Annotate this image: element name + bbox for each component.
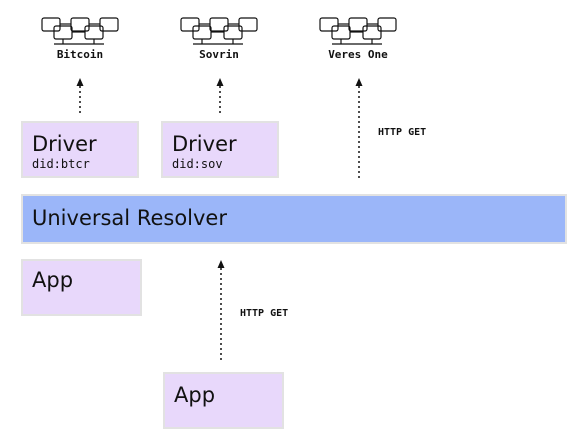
- arrow-btcr-to-bitcoin: [76, 78, 84, 116]
- driver-btcr-box: Driver did:btcr: [21, 121, 139, 178]
- network-icon: [41, 17, 119, 45]
- arrow-sov-to-sovrin: [216, 78, 224, 116]
- http-get-label-app: HTTP GET: [240, 308, 289, 319]
- network-icon: [319, 17, 397, 45]
- driver-sov-title: Driver: [172, 132, 237, 156]
- app-title-bottom: App: [174, 383, 216, 407]
- driver-btcr-title: Driver: [32, 132, 97, 156]
- driver-btcr-method: did:btcr: [32, 157, 90, 171]
- network-label-sovrin: Sovrin: [199, 48, 239, 61]
- network-bitcoin: Bitcoin: [35, 16, 125, 61]
- arrow-app-to-resolver: [217, 260, 225, 361]
- network-veres-one: Veres One: [313, 16, 403, 61]
- universal-resolver-bar: Universal Resolver: [21, 194, 567, 244]
- http-get-label-driver: HTTP GET: [378, 127, 427, 138]
- network-icon: [180, 17, 258, 45]
- universal-resolver-title: Universal Resolver: [32, 206, 227, 230]
- app-box-bottom: App: [163, 372, 284, 429]
- app-box-left: App: [21, 259, 142, 316]
- app-title-left: App: [32, 268, 74, 292]
- network-label-veres-one: Veres One: [328, 48, 388, 61]
- driver-sov-method: did:sov: [172, 157, 223, 171]
- network-label-bitcoin: Bitcoin: [56, 48, 104, 61]
- network-sovrin: Sovrin: [174, 16, 264, 61]
- driver-sov-box: Driver did:sov: [161, 121, 279, 178]
- arrow-resolver-to-veres-one: [355, 78, 363, 180]
